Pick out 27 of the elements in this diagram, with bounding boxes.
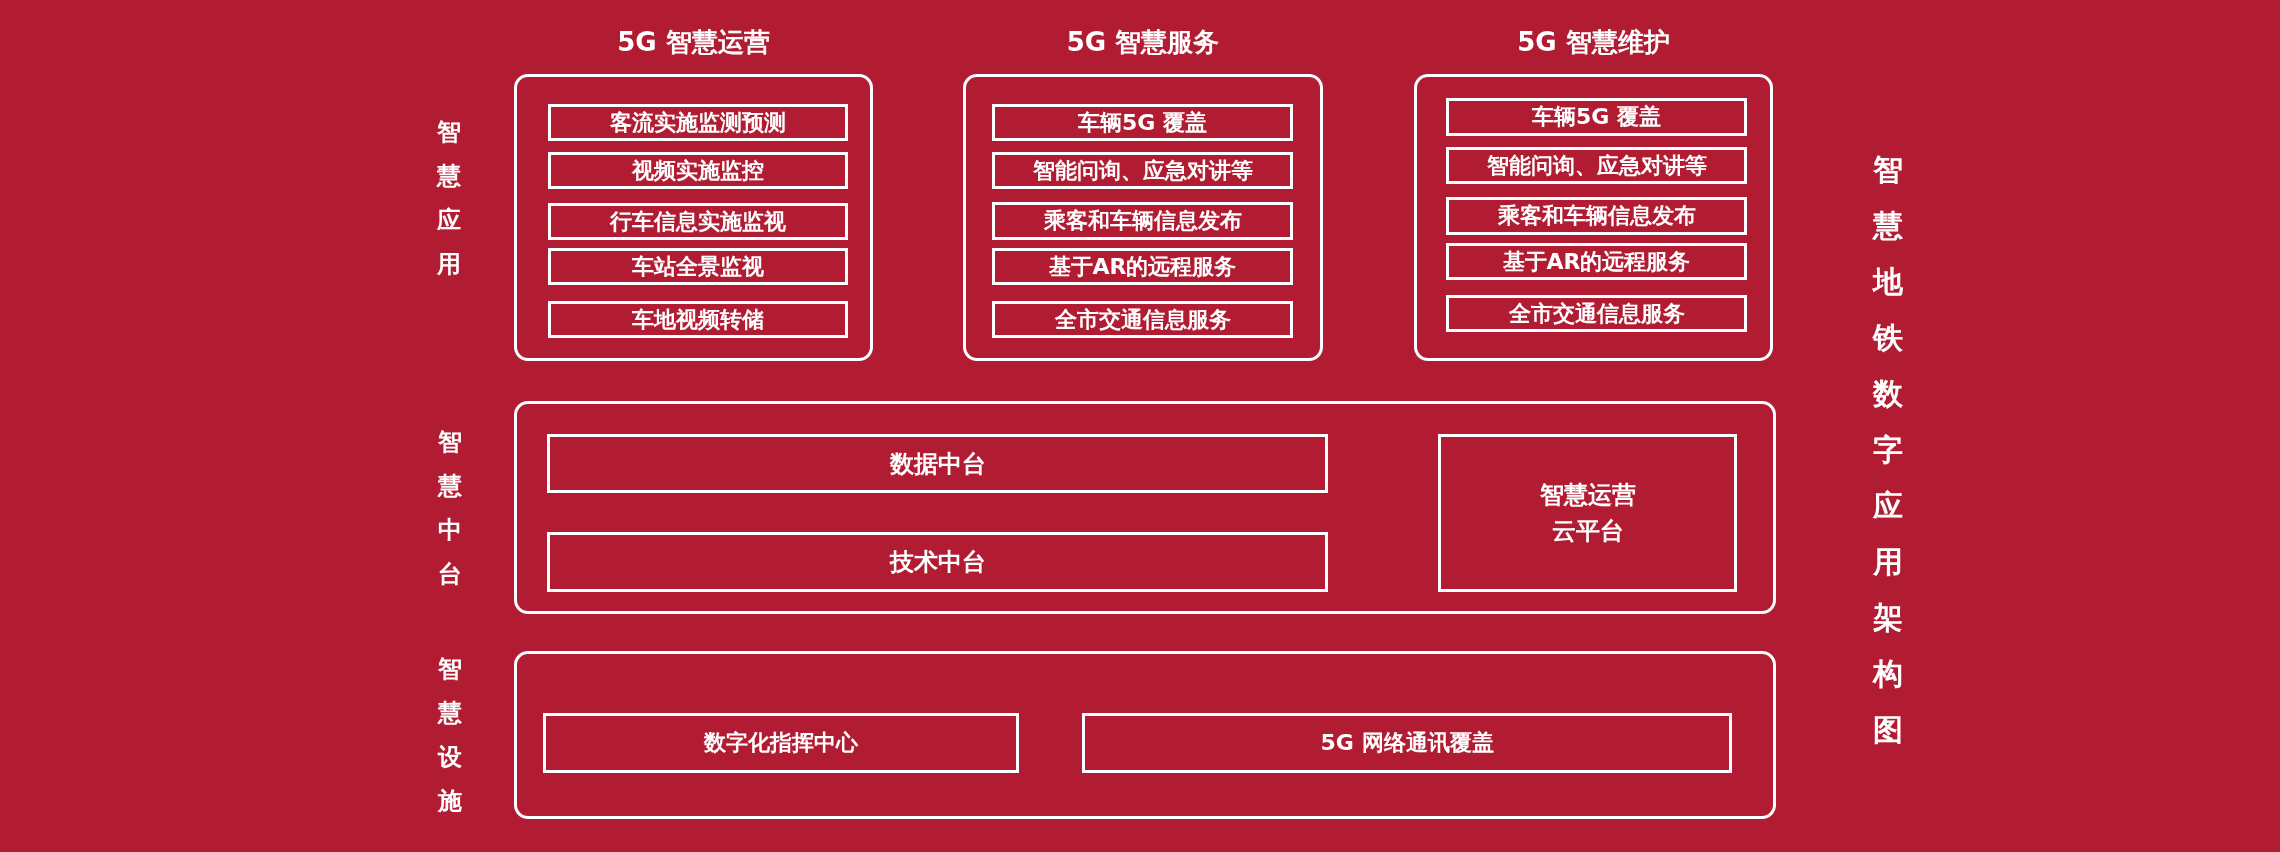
module-block: 客流实施监测预测: [548, 104, 848, 141]
group-heading: 5G 智慧服务: [1066, 26, 1220, 59]
module-block: 基于AR的远程服务: [992, 248, 1293, 285]
module-block: 智能问询、应急对讲等: [992, 152, 1293, 189]
module-block: 全市交通信息服务: [992, 301, 1293, 338]
module-block: 车站全景监视: [548, 248, 848, 285]
module-block: 车辆5G 覆盖: [992, 104, 1293, 141]
module-block: 全市交通信息服务: [1446, 295, 1747, 332]
diagram-title: 智慧地铁数字应用架构图: [1872, 151, 1904, 749]
layer-label: 智慧应用: [436, 117, 462, 280]
group-heading: 5G 智慧维护: [1517, 26, 1670, 59]
module-block: 乘客和车辆信息发布: [1446, 197, 1747, 235]
module-block: 基于AR的远程服务: [1446, 243, 1747, 280]
module-block: 数字化指挥中心: [543, 713, 1019, 773]
module-block: 5G 网络通讯覆盖: [1082, 713, 1732, 773]
module-block: 行车信息实施监视: [548, 203, 848, 240]
module-block: 数据中台: [547, 434, 1328, 493]
module-block: 乘客和车辆信息发布: [992, 202, 1293, 240]
module-block: 车辆5G 覆盖: [1446, 98, 1747, 136]
module-block: 智能问询、应急对讲等: [1446, 147, 1747, 184]
module-block: 视频实施监控: [548, 152, 848, 189]
layer-label: 智慧中台: [437, 426, 463, 590]
module-block: 技术中台: [547, 532, 1328, 592]
module-block: 智慧运营云平台: [1438, 434, 1737, 592]
module-block: 车地视频转储: [548, 301, 848, 338]
group-heading: 5G 智慧运营: [617, 26, 770, 59]
layer-label: 智慧设施: [437, 654, 463, 817]
